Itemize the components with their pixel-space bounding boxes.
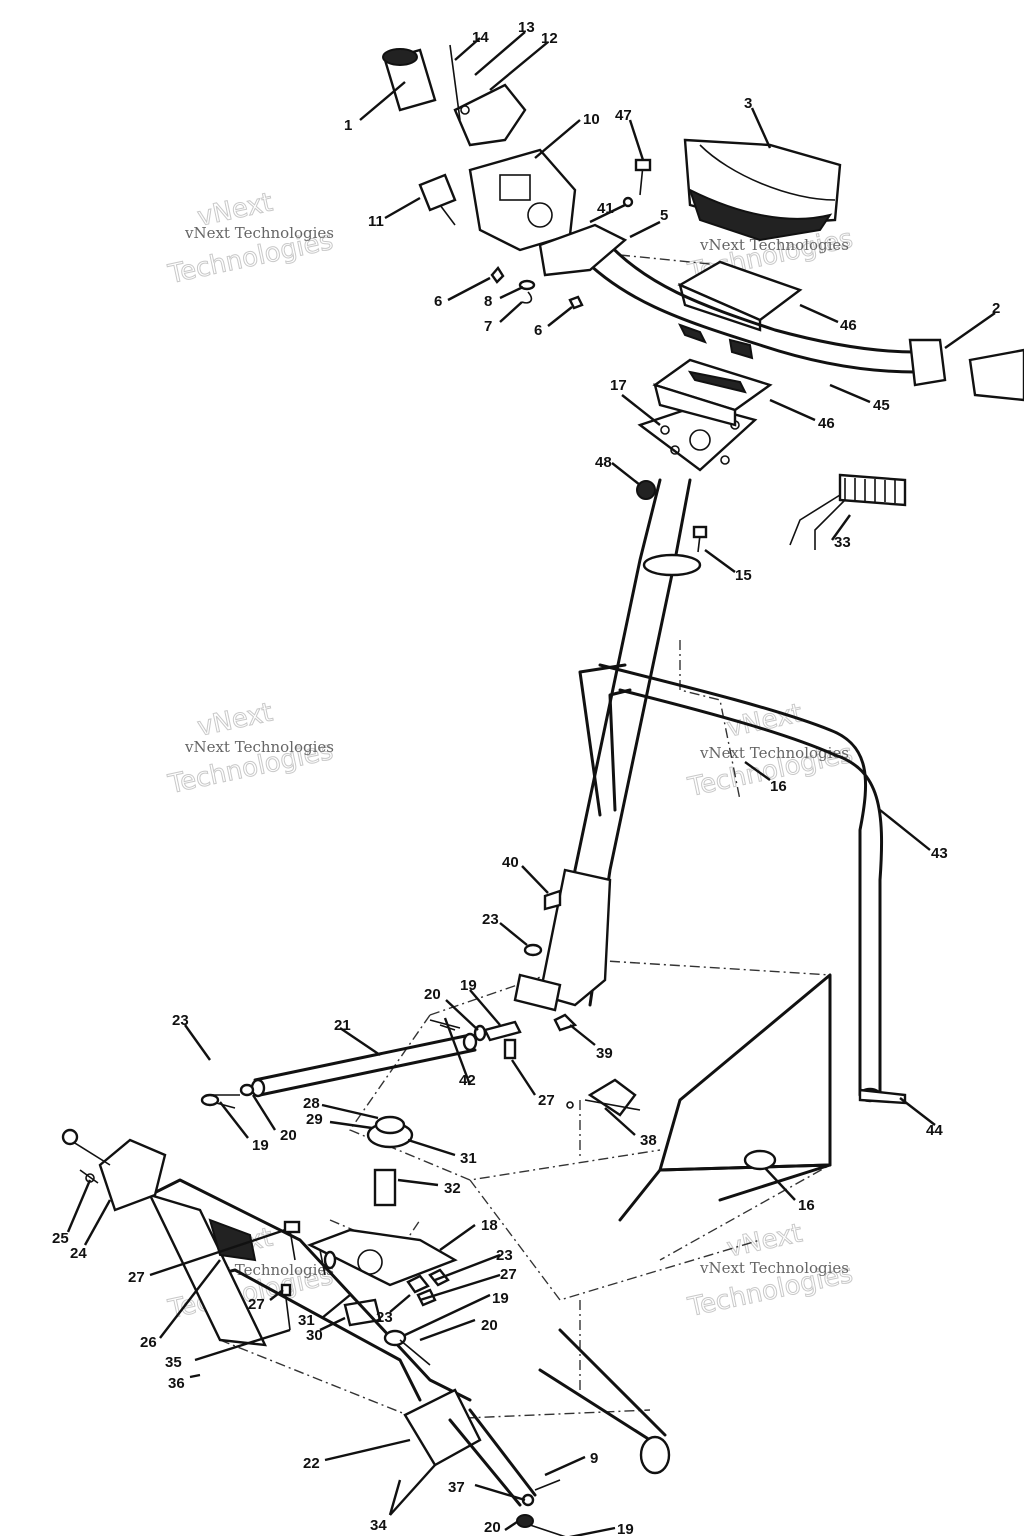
callout-22: 22 xyxy=(303,1455,320,1472)
grip-left xyxy=(382,48,437,112)
callout-35: 35 xyxy=(165,1354,182,1371)
switch xyxy=(418,173,457,226)
callout-20: 20 xyxy=(481,1317,498,1334)
callout-37: 37 xyxy=(448,1479,465,1496)
callout-6: 6 xyxy=(434,293,442,310)
watermark-small: vNext Technologies xyxy=(184,224,334,242)
callout-19: 19 xyxy=(460,977,477,994)
floor-panel xyxy=(618,973,832,1222)
watermark-small: vNext Technologies xyxy=(184,738,334,756)
grip-right xyxy=(908,338,1024,402)
callout-48: 48 xyxy=(595,454,612,471)
callout-40: 40 xyxy=(502,854,519,871)
callout-20: 20 xyxy=(484,1519,501,1536)
callout-14: 14 xyxy=(472,29,489,46)
steering-column xyxy=(513,478,702,1012)
callout-8: 8 xyxy=(484,293,492,310)
callout-27: 27 xyxy=(128,1269,145,1286)
watermark-small: vNext Technologies xyxy=(699,236,849,254)
callout-7: 7 xyxy=(484,318,492,335)
callout-33: 33 xyxy=(834,534,851,551)
callout-18: 18 xyxy=(481,1217,498,1234)
callout-21: 21 xyxy=(334,1017,351,1034)
callout-17: 17 xyxy=(610,377,627,394)
tie-rod xyxy=(250,1032,478,1098)
callout-9: 9 xyxy=(590,1450,598,1467)
leader-lines xyxy=(66,31,996,1536)
callout-43: 43 xyxy=(931,845,948,862)
callout-41: 41 xyxy=(597,200,614,217)
handlebar xyxy=(573,238,917,374)
callout-26: 26 xyxy=(140,1334,157,1351)
callout-11: 11 xyxy=(368,213,384,230)
lower-frame-tube xyxy=(538,1328,671,1475)
callout-45: 45 xyxy=(873,397,890,414)
callout-44: 44 xyxy=(926,1122,943,1139)
callout-10: 10 xyxy=(583,111,600,128)
callout-3: 3 xyxy=(744,95,752,112)
callout-15: 15 xyxy=(735,567,752,584)
bumper-frame xyxy=(578,663,883,1103)
steering-arm xyxy=(307,1115,458,1327)
callout-32: 32 xyxy=(444,1180,461,1197)
callout-12: 12 xyxy=(541,30,558,47)
callout-24: 24 xyxy=(70,1245,87,1262)
callout-46: 46 xyxy=(840,317,857,334)
callout-20: 20 xyxy=(280,1127,297,1144)
callout-5: 5 xyxy=(660,207,668,224)
hardware xyxy=(79,158,907,1536)
callout-34: 34 xyxy=(370,1517,387,1534)
callout-1: 1 xyxy=(344,117,352,134)
callout-19: 19 xyxy=(617,1521,634,1536)
watermark-small: vNext Technologies xyxy=(699,744,849,762)
callout-27: 27 xyxy=(248,1296,265,1313)
callout-42: 42 xyxy=(459,1072,476,1089)
callout-38: 38 xyxy=(640,1132,657,1149)
heater-coil xyxy=(789,473,907,550)
handlebar-pad xyxy=(683,138,842,242)
callout-6: 6 xyxy=(534,322,542,339)
callout-13: 13 xyxy=(518,19,535,36)
callout-23: 23 xyxy=(376,1309,393,1326)
callout-23: 23 xyxy=(482,911,499,928)
watermark-vnext: vNext xyxy=(724,1218,805,1263)
callout-19: 19 xyxy=(252,1137,269,1154)
callout-30: 30 xyxy=(306,1327,323,1344)
callout-16: 16 xyxy=(770,778,787,795)
throttle-lever xyxy=(449,44,527,147)
callout-39: 39 xyxy=(596,1045,613,1062)
callout-labels: 1 14 13 12 10 47 3 11 41 5 6 8 7 6 46 2 … xyxy=(52,19,1000,1536)
front-axle xyxy=(61,1128,537,1507)
callout-27: 27 xyxy=(538,1092,555,1109)
control-housing xyxy=(468,148,628,277)
clamp-lower xyxy=(652,358,773,427)
callout-31: 31 xyxy=(460,1150,477,1167)
watermark-vnext: vNext xyxy=(195,698,276,743)
callout-29: 29 xyxy=(306,1111,323,1128)
callout-31: 31 xyxy=(298,1312,315,1329)
callout-19: 19 xyxy=(492,1290,509,1307)
watermark-small: vNext Technologies xyxy=(699,1259,849,1277)
callout-23: 23 xyxy=(172,1012,189,1029)
callout-25: 25 xyxy=(52,1230,69,1247)
callout-23: 23 xyxy=(496,1247,513,1264)
callout-16: 16 xyxy=(798,1197,815,1214)
callout-27: 27 xyxy=(500,1266,517,1283)
callout-47: 47 xyxy=(615,107,632,124)
callout-36: 36 xyxy=(168,1375,185,1392)
callout-46: 46 xyxy=(818,415,835,432)
callout-28: 28 xyxy=(303,1095,320,1112)
callout-20: 20 xyxy=(424,986,441,1003)
callout-2: 2 xyxy=(992,300,1000,317)
